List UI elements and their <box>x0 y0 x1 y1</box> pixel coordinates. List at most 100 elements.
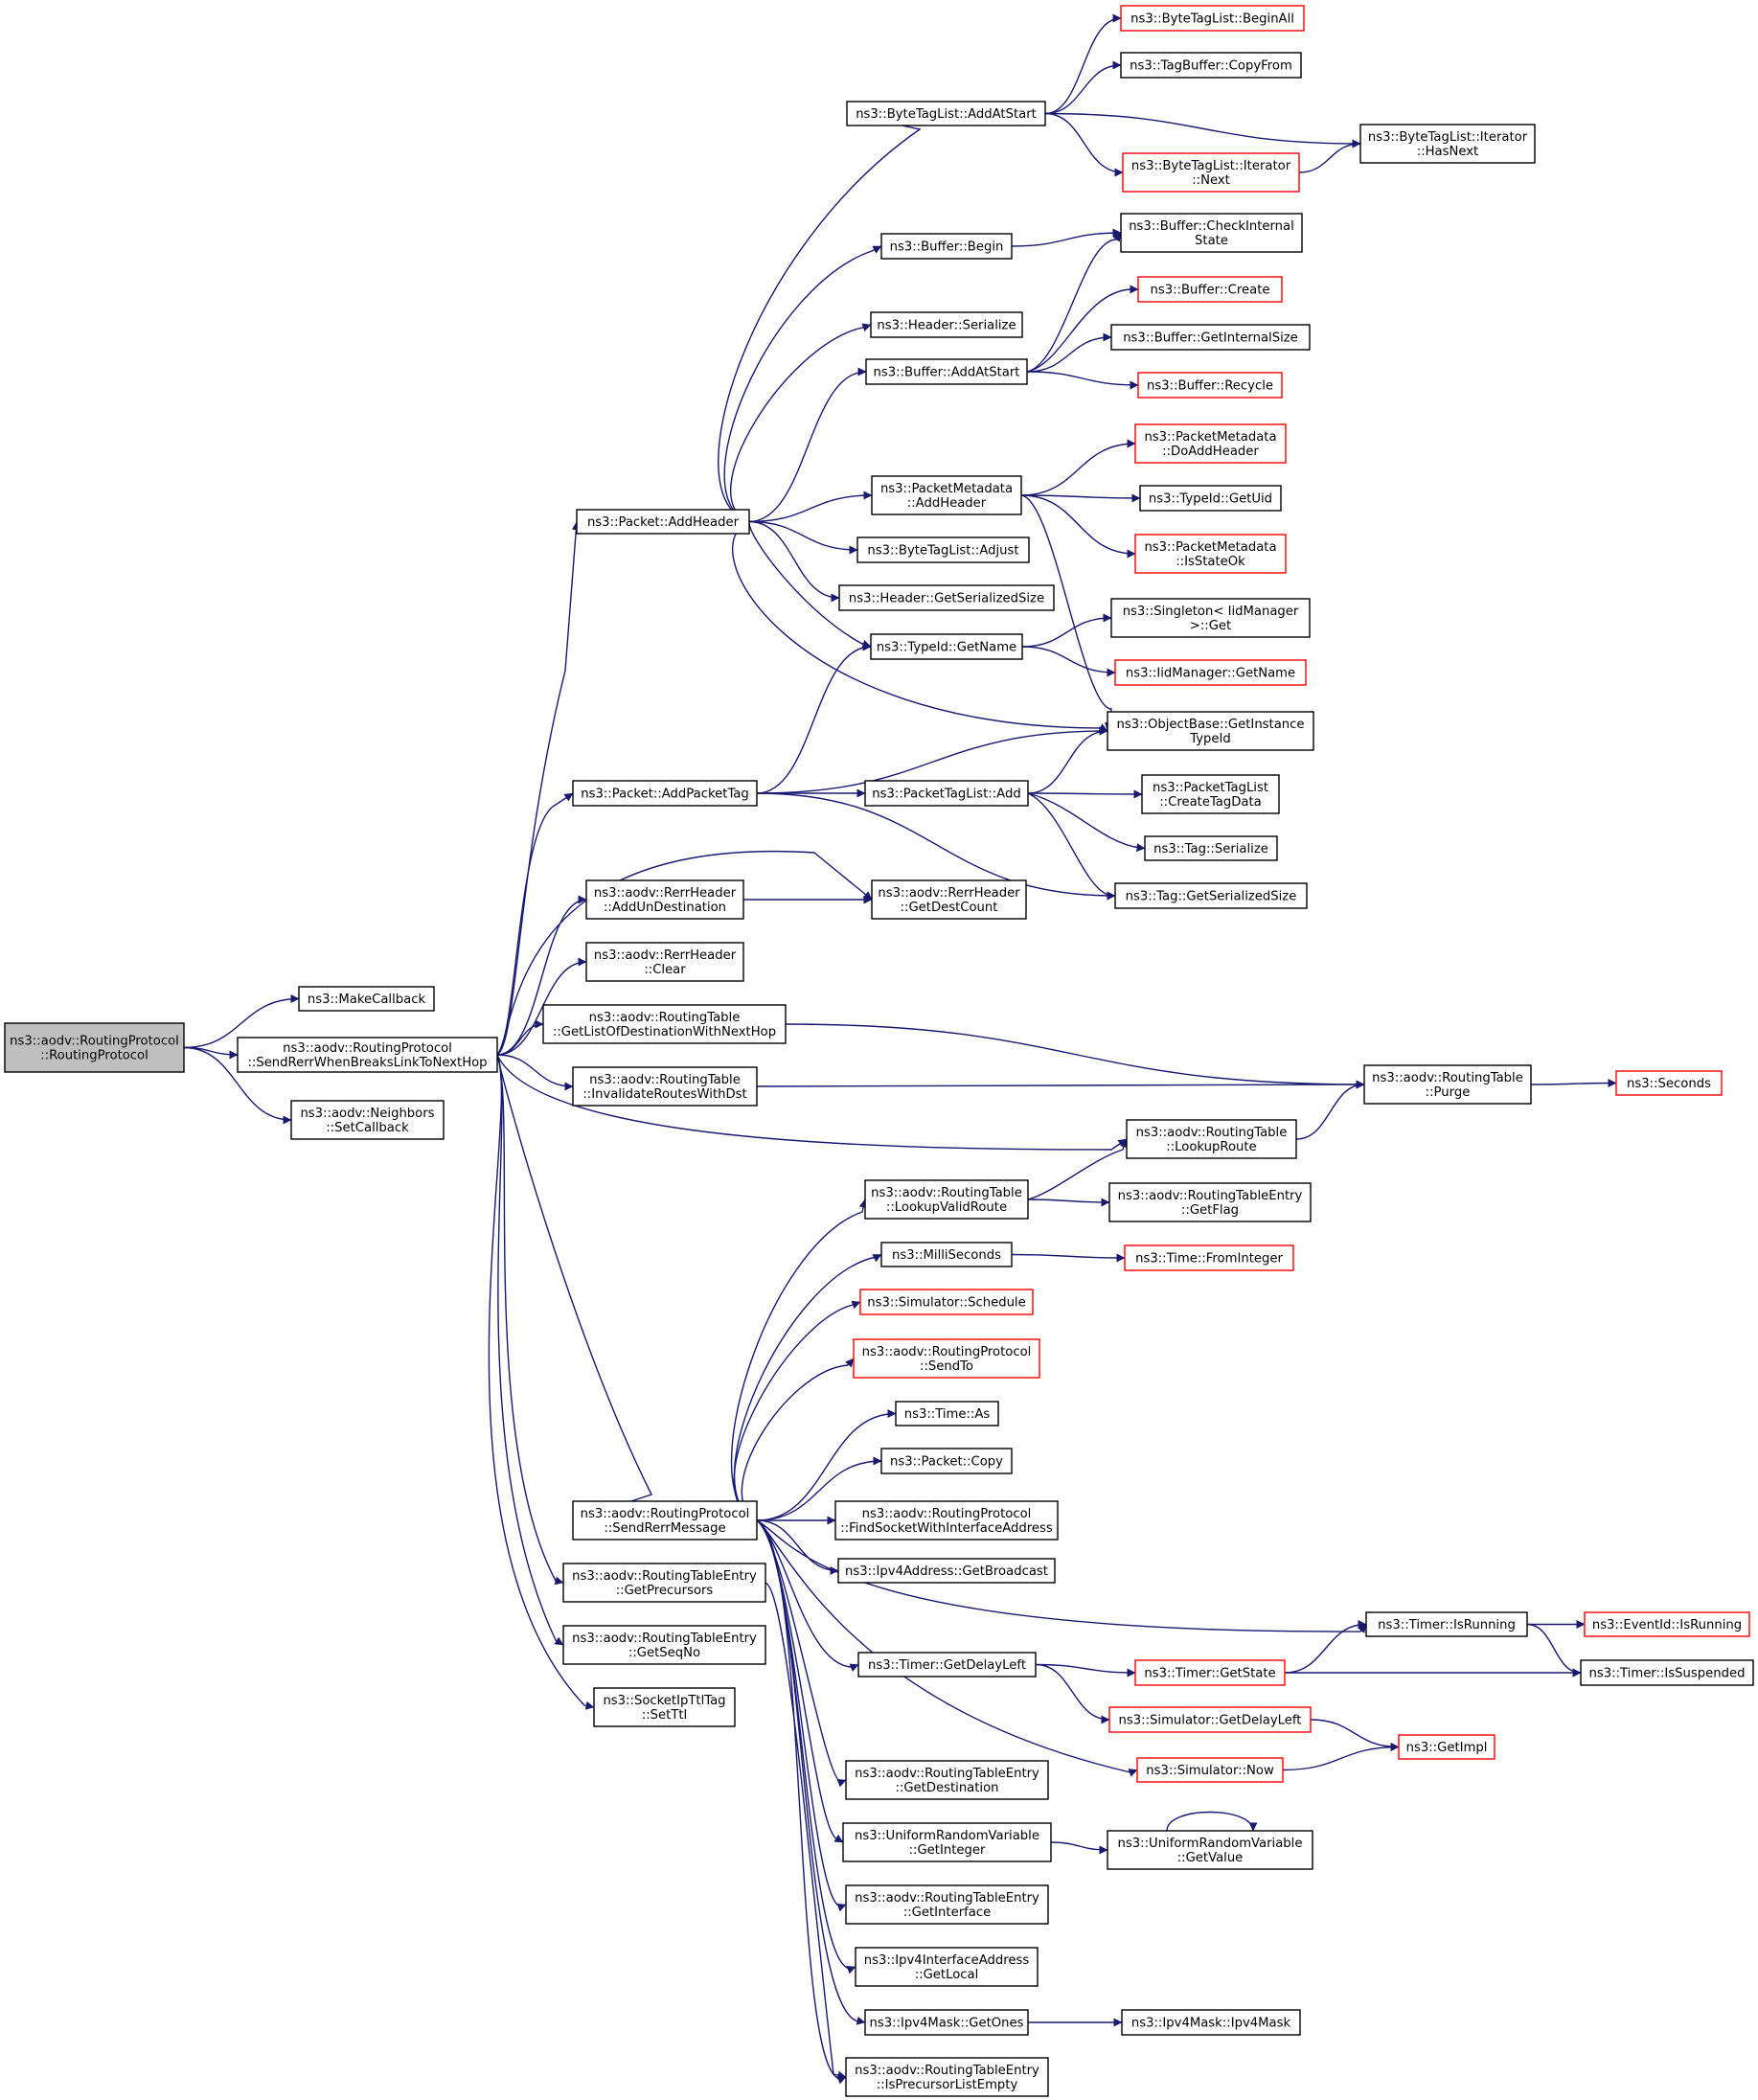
node-nbcb[interactable]: ns3::aodv::Neighbors::SetCallback <box>290 1100 445 1140</box>
node-pmdoadd[interactable]: ns3::PacketMetadata::DoAddHeader <box>1134 423 1287 464</box>
node-label-line: ns3::PacketMetadata <box>1144 430 1276 445</box>
node-tagserialize[interactable]: ns3::Tag::Serialize <box>1144 835 1278 861</box>
node-makecb[interactable]: ns3::MakeCallback <box>298 986 435 1012</box>
node-pktcopy[interactable]: ns3::Packet::Copy <box>880 1448 1013 1474</box>
node-typeidgetuid[interactable]: ns3::TypeId::GetUid <box>1139 485 1282 512</box>
node-getimpl[interactable]: ns3::GetImpl <box>1398 1734 1495 1760</box>
node-addheader[interactable]: ns3::Packet::AddHeader <box>576 509 750 535</box>
node-timerisrunning[interactable]: ns3::Timer::IsRunning <box>1365 1611 1528 1637</box>
node-box <box>880 1448 1013 1474</box>
node-btladjust[interactable]: ns3::ByteTagList::Adjust <box>856 536 1030 563</box>
node-btlbeginall[interactable]: ns3::ByteTagList::BeginAll <box>1120 5 1305 32</box>
node-label-line: ns3::aodv::Neighbors <box>300 1107 434 1121</box>
edge-srwbl-to-rerrclear <box>496 957 587 1056</box>
edge-pmaddheader-to-objgettid <box>1020 494 1113 732</box>
node-findsocket[interactable]: ns3::aodv::RoutingProtocol::FindSocketWi… <box>834 1500 1059 1541</box>
node-timergetstate[interactable]: ns3::Timer::GetState <box>1134 1659 1286 1686</box>
node-box <box>1136 1757 1284 1783</box>
node-getflag[interactable]: ns3::aodv::RoutingTableEntry::GetFlag <box>1108 1182 1312 1222</box>
node-bufrecycle[interactable]: ns3::Buffer::Recycle <box>1137 372 1283 399</box>
node-lookuproute[interactable]: ns3::aodv::RoutingTable::LookupRoute <box>1126 1119 1297 1159</box>
node-getones[interactable]: ns3::Ipv4Mask::GetOnes <box>864 2009 1029 2036</box>
node-box <box>845 1760 1049 1800</box>
node-singletonget[interactable]: ns3::Singleton< IidManager>::Get <box>1110 598 1311 638</box>
edge-srwbl-to-lookuproute <box>496 1054 1128 1151</box>
node-timergetdelay[interactable]: ns3::Timer::GetDelayLeft <box>857 1652 1037 1678</box>
node-box <box>572 780 758 807</box>
node-rerrgetdest[interactable]: ns3::aodv::RerrHeader::GetDestCount <box>871 879 1027 920</box>
node-label-line: ns3::ByteTagList::BeginAll <box>1130 12 1294 27</box>
node-getlocal[interactable]: ns3::Ipv4InterfaceAddress::GetLocal <box>855 1947 1039 1987</box>
node-tagbufcopy[interactable]: ns3::TagBuffer::CopyFrom <box>1120 52 1302 79</box>
node-sendrerrmsg[interactable]: ns3::aodv::RoutingProtocol::SendRerrMess… <box>572 1500 758 1541</box>
edge-ptladd-to-ptlcreate <box>1027 789 1143 799</box>
node-label-line: ::GetSeqNo <box>628 1646 700 1660</box>
node-millisec[interactable]: ns3::MilliSeconds <box>880 1242 1013 1267</box>
node-simschedule[interactable]: ns3::Simulator::Schedule <box>859 1289 1034 1315</box>
node-timeas[interactable]: ns3::Time::As <box>895 1401 999 1427</box>
node-bufaddatstart[interactable]: ns3::Buffer::AddAtStart <box>865 358 1028 385</box>
node-label-line: ns3::Time::As <box>904 1407 991 1422</box>
node-getdestination[interactable]: ns3::aodv::RoutingTableEntry::GetDestina… <box>845 1760 1049 1800</box>
node-label-line: ns3::PacketMetadata <box>1144 540 1276 555</box>
node-rtpurge[interactable]: ns3::aodv::RoutingTable::Purge <box>1363 1064 1532 1105</box>
node-label-line: ns3::ByteTagList::Adjust <box>867 544 1018 559</box>
node-setttl[interactable]: ns3::SocketIpTtlTag::SetTtl <box>593 1687 736 1727</box>
node-bufgetsize[interactable]: ns3::Buffer::GetInternalSize <box>1110 324 1311 351</box>
node-invalidate[interactable]: ns3::aodv::RoutingTable::InvalidateRoute… <box>572 1066 758 1107</box>
node-box <box>853 1338 1040 1379</box>
node-typeidgetname[interactable]: ns3::TypeId::GetName <box>870 633 1023 660</box>
node-bufcreate[interactable]: ns3::Buffer::Create <box>1137 276 1283 303</box>
node-lookupvalid[interactable]: ns3::aodv::RoutingTable::LookupValidRout… <box>864 1179 1029 1220</box>
node-box <box>845 2057 1049 2097</box>
node-getbroadcast[interactable]: ns3::Ipv4Address::GetBroadcast <box>837 1558 1056 1584</box>
node-box <box>1141 774 1280 814</box>
edge-srwbl-to-addheader <box>496 521 581 1056</box>
node-srwbl[interactable]: ns3::aodv::RoutingProtocol::SendRerrWhen… <box>237 1037 498 1073</box>
node-seconds[interactable]: ns3::Seconds <box>1615 1070 1723 1096</box>
node-getseqno[interactable]: ns3::aodv::RoutingTableEntry::GetSeqNo <box>562 1625 766 1665</box>
node-rerradd[interactable]: ns3::aodv::RerrHeader::AddUnDestination <box>585 879 744 920</box>
node-fromint[interactable]: ns3::Time::FromInteger <box>1124 1244 1294 1271</box>
node-box <box>857 1652 1037 1678</box>
node-sendto[interactable]: ns3::aodv::RoutingProtocol::SendTo <box>853 1338 1040 1379</box>
node-hdrgetsize[interactable]: ns3::Header::GetSerializedSize <box>838 584 1055 611</box>
node-bufbegin[interactable]: ns3::Buffer::Begin <box>880 233 1013 260</box>
node-simgetdelay[interactable]: ns3::Simulator::GetDelayLeft <box>1108 1706 1312 1733</box>
node-urvgetint[interactable]: ns3::UniformRandomVariable::GetInteger <box>842 1822 1052 1862</box>
node-rerrclear[interactable]: ns3::aodv::RerrHeader::Clear <box>585 942 744 982</box>
node-label-line: ::GetDestination <box>895 1781 998 1795</box>
node-eventisrunning[interactable]: ns3::EventId::IsRunning <box>1584 1611 1750 1637</box>
node-urvgetvalue[interactable]: ns3::UniformRandomVariable::GetValue <box>1107 1830 1313 1870</box>
node-taggetsize[interactable]: ns3::Tag::GetSerializedSize <box>1114 882 1308 909</box>
node-getprecursors[interactable]: ns3::aodv::RoutingTableEntry::GetPrecurs… <box>562 1563 766 1603</box>
node-pmisstate[interactable]: ns3::PacketMetadata::IsStateOk <box>1134 534 1287 574</box>
node-btladdatstart[interactable]: ns3::ByteTagList::AddAtStart <box>846 101 1046 126</box>
node-label-line: ns3::Time::FromInteger <box>1135 1252 1283 1267</box>
edge-ptladd-to-tagserialize <box>1027 792 1146 853</box>
node-label-line: ns3::Singleton< IidManager <box>1123 605 1299 619</box>
node-label-line: ::SendTo <box>920 1359 973 1374</box>
node-box <box>895 1401 999 1427</box>
node-timerissuspended[interactable]: ns3::Timer::IsSuspended <box>1580 1659 1754 1686</box>
node-getlist[interactable]: ns3::aodv::RoutingTable::GetListOfDestin… <box>542 1004 787 1044</box>
node-ptladd[interactable]: ns3::PacketTagList::Add <box>864 780 1029 807</box>
node-ptlcreate[interactable]: ns3::PacketTagList::CreateTagData <box>1141 774 1280 814</box>
node-pmaddheader[interactable]: ns3::PacketMetadata::AddHeader <box>871 475 1022 515</box>
node-hdrserialize[interactable]: ns3::Header::Serialize <box>870 311 1023 338</box>
node-label-line: ::AddUnDestination <box>604 901 726 915</box>
node-label-line: ns3::Buffer::Begin <box>890 240 1004 255</box>
node-precursorempty[interactable]: ns3::aodv::RoutingTableEntry::IsPrecurso… <box>845 2057 1049 2097</box>
edge-btladdatstart-to-tagbufcopy <box>1044 60 1122 115</box>
node-box <box>572 1066 758 1107</box>
node-root[interactable]: ns3::aodv::RoutingProtocol::RoutingProto… <box>4 1022 185 1073</box>
node-simnow[interactable]: ns3::Simulator::Now <box>1136 1757 1284 1783</box>
node-addpackettag[interactable]: ns3::Packet::AddPacketTag <box>572 780 758 807</box>
node-getinterface[interactable]: ns3::aodv::RoutingTableEntry::GetInterfa… <box>845 1884 1049 1925</box>
node-iidgetname[interactable]: ns3::IidManager::GetName <box>1114 659 1307 686</box>
node-ipv4mask[interactable]: ns3::Ipv4Mask::Ipv4Mask <box>1121 2009 1301 2036</box>
node-btlithasnext[interactable]: ns3::ByteTagList::Iterator::HasNext <box>1359 124 1536 164</box>
node-btlitnext[interactable]: ns3::ByteTagList::Iterator::Next <box>1122 152 1300 193</box>
